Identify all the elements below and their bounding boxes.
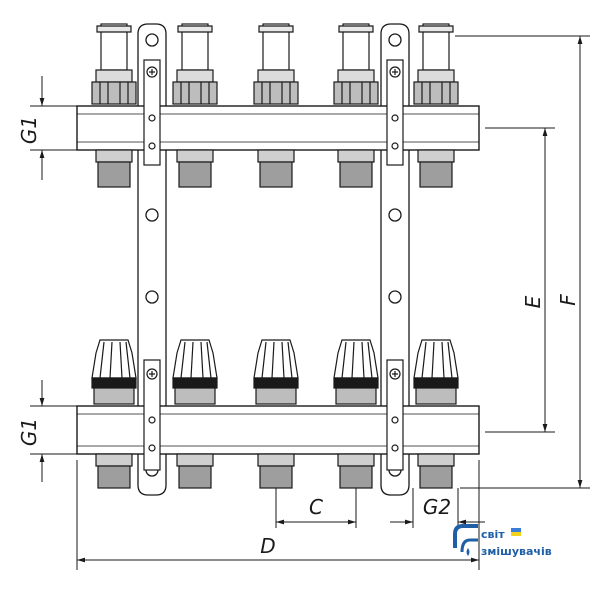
dim-label-c: C <box>309 495 323 519</box>
top-flowmeters <box>91 23 459 105</box>
bottom-bar-outlets <box>95 453 455 489</box>
bottom-bar-clamps <box>143 359 404 471</box>
flag-icon <box>511 528 521 532</box>
top-bar-clamps <box>143 59 404 166</box>
dim-label-g1-bottom: G1 <box>17 418 41 446</box>
dimension-lines <box>30 35 590 570</box>
dim-label-g2: G2 <box>423 495 451 519</box>
logo-line-1: світ <box>481 528 505 541</box>
faucet-icon <box>453 524 478 548</box>
valve-cap-2 <box>172 339 218 405</box>
dim-label-e: E <box>521 295 545 308</box>
flowmeter-4 <box>333 23 379 105</box>
flowmeter-3 <box>253 23 299 105</box>
bottom-manifold-bar <box>76 405 480 455</box>
brand-logo: світ змішувачів <box>453 524 552 558</box>
logo-line-2: змішувачів <box>481 545 552 558</box>
bottom-valve-caps <box>91 339 459 405</box>
flowmeter-2 <box>172 23 218 105</box>
water-drop-icon <box>466 548 470 556</box>
top-manifold-bar <box>76 105 480 151</box>
valve-cap-5 <box>413 339 459 405</box>
top-bar-outlets <box>95 149 455 188</box>
dim-label-g1-top: G1 <box>17 116 41 144</box>
valve-cap-1 <box>91 339 137 405</box>
valve-cap-4 <box>333 339 379 405</box>
dim-label-f: F <box>556 294 580 306</box>
flowmeter-5 <box>413 23 459 105</box>
flowmeter-1 <box>91 23 137 105</box>
dim-label-d: D <box>260 534 275 558</box>
valve-cap-3 <box>253 339 299 405</box>
